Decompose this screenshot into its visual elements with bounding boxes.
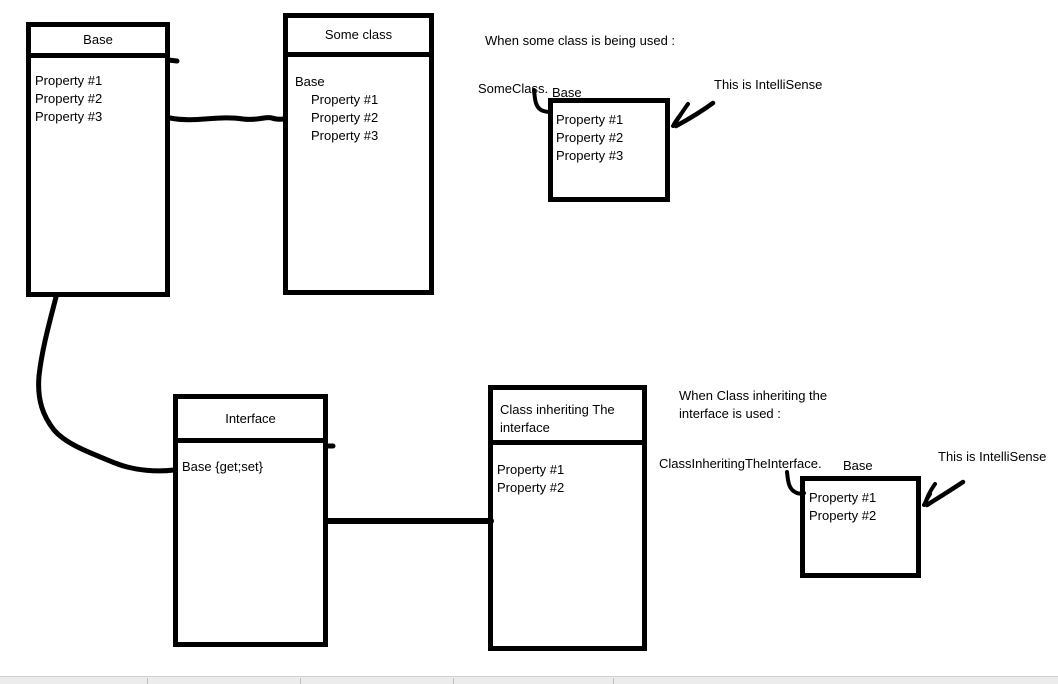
class-box-interface-title: Interface: [178, 399, 323, 443]
intellisense-item: Property #1: [556, 112, 624, 127]
taskbar-separator: [147, 678, 148, 684]
property-item: Property #2: [311, 110, 379, 125]
property-item: Property #1: [497, 462, 565, 477]
property-item: Property #2: [35, 91, 103, 106]
intellisense-item: Property #3: [556, 148, 624, 163]
intellisense-item: Property #2: [556, 130, 624, 145]
arrow-icon-top: [671, 100, 716, 129]
property-item: Property #1: [311, 92, 379, 107]
taskbar-edge: [0, 676, 1058, 684]
inherited-base-label: Base: [295, 74, 325, 89]
class-box-inheriting: Class inheriting The interface Property …: [488, 385, 647, 651]
property-item: Property #3: [311, 128, 379, 143]
class-box-base: Base Property #1 Property #2 Property #3: [26, 22, 170, 297]
arrow-icon-bottom: [922, 479, 966, 508]
class-box-base-title: Base: [31, 27, 165, 58]
taskbar-separator: [300, 678, 301, 684]
code-member-top: Base: [552, 85, 582, 100]
property-item: Property #3: [35, 109, 103, 124]
intellisense-callout-bottom: This is IntelliSense: [938, 449, 1047, 464]
usage-heading-bottom: When Class inheriting the interface is u…: [679, 388, 828, 421]
intellisense-popup-bottom: Property #1 Property #2: [800, 476, 921, 578]
code-object-top: SomeClass.: [478, 81, 549, 96]
intellisense-item: Property #1: [809, 490, 877, 505]
connector-base-interface: [36, 294, 177, 474]
intellisense-callout-top: This is IntelliSense: [714, 77, 823, 92]
class-box-some-class-title: Some class: [288, 18, 429, 57]
taskbar-separator: [613, 678, 614, 684]
code-member-bottom: Base: [843, 458, 873, 473]
class-box-inheriting-title: Class inheriting The interface: [493, 390, 642, 445]
class-box-some-class: Some class Base Property #1 Property #2 …: [283, 13, 434, 295]
interface-member: Base {get;set}: [182, 459, 263, 474]
taskbar-separator: [453, 678, 454, 684]
property-item: Property #1: [35, 73, 103, 88]
property-item: Property #2: [497, 480, 565, 495]
intellisense-item: Property #2: [809, 508, 877, 523]
code-object-bottom: ClassInheritingTheInterface.: [659, 456, 822, 471]
intellisense-popup-top: Property #1 Property #2 Property #3: [548, 98, 670, 202]
class-box-interface: Interface Base {get;set}: [173, 394, 328, 647]
usage-heading-top: When some class is being used :: [485, 33, 676, 48]
connector-base-someclass: [167, 115, 287, 123]
